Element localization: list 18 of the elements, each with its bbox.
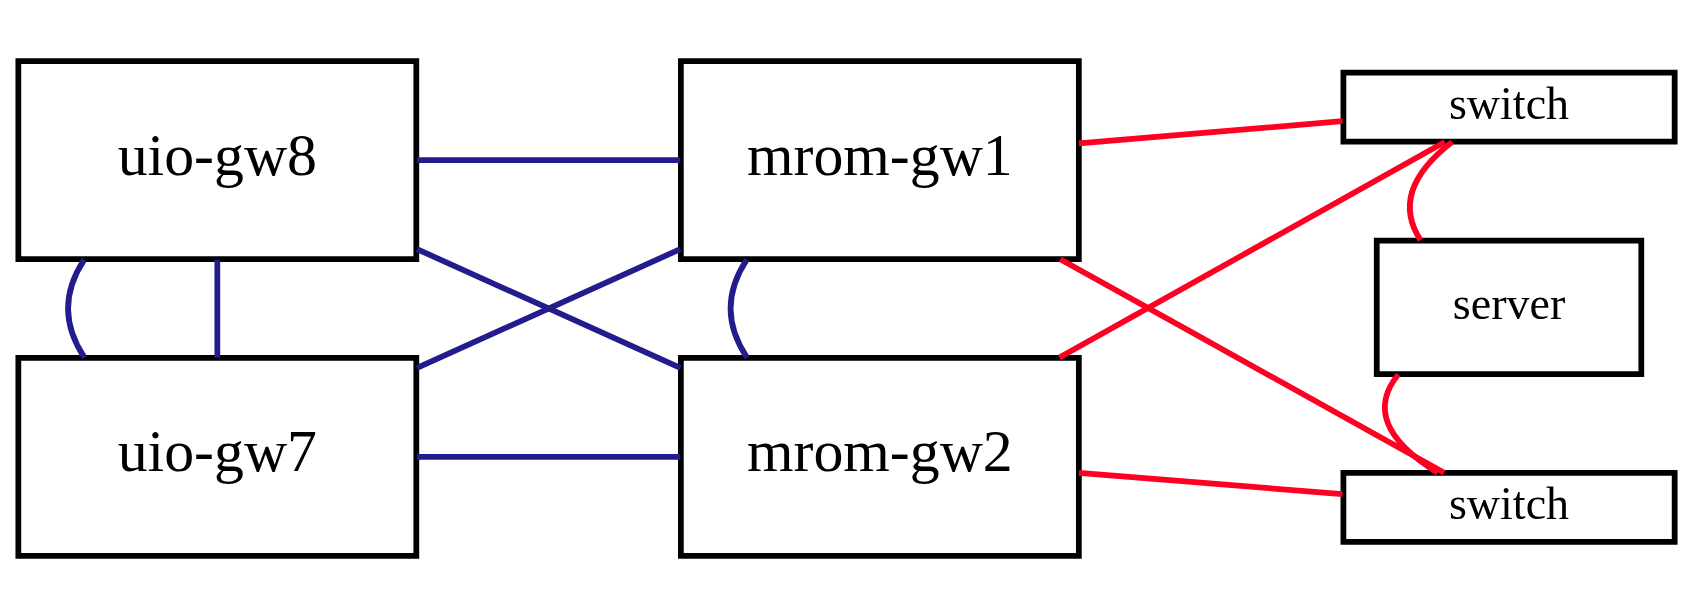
node-box: switch bbox=[1340, 469, 1678, 545]
connector bbox=[1058, 256, 1446, 475]
connector bbox=[64, 257, 87, 359]
connector bbox=[1078, 117, 1343, 146]
node-box: switch bbox=[1340, 69, 1678, 145]
connector bbox=[1078, 469, 1343, 497]
connector bbox=[416, 453, 680, 460]
connector bbox=[213, 259, 220, 358]
node-box: mrom-gw2 bbox=[677, 354, 1082, 559]
connector bbox=[1057, 138, 1446, 360]
connector bbox=[727, 257, 750, 359]
connector bbox=[1381, 372, 1439, 475]
connector bbox=[1406, 139, 1454, 242]
connector bbox=[416, 156, 680, 163]
node-box: uio-gw7 bbox=[14, 354, 419, 559]
node-box: server bbox=[1373, 237, 1644, 377]
node-box: uio-gw8 bbox=[14, 57, 419, 262]
node-box: mrom-gw1 bbox=[677, 57, 1082, 262]
